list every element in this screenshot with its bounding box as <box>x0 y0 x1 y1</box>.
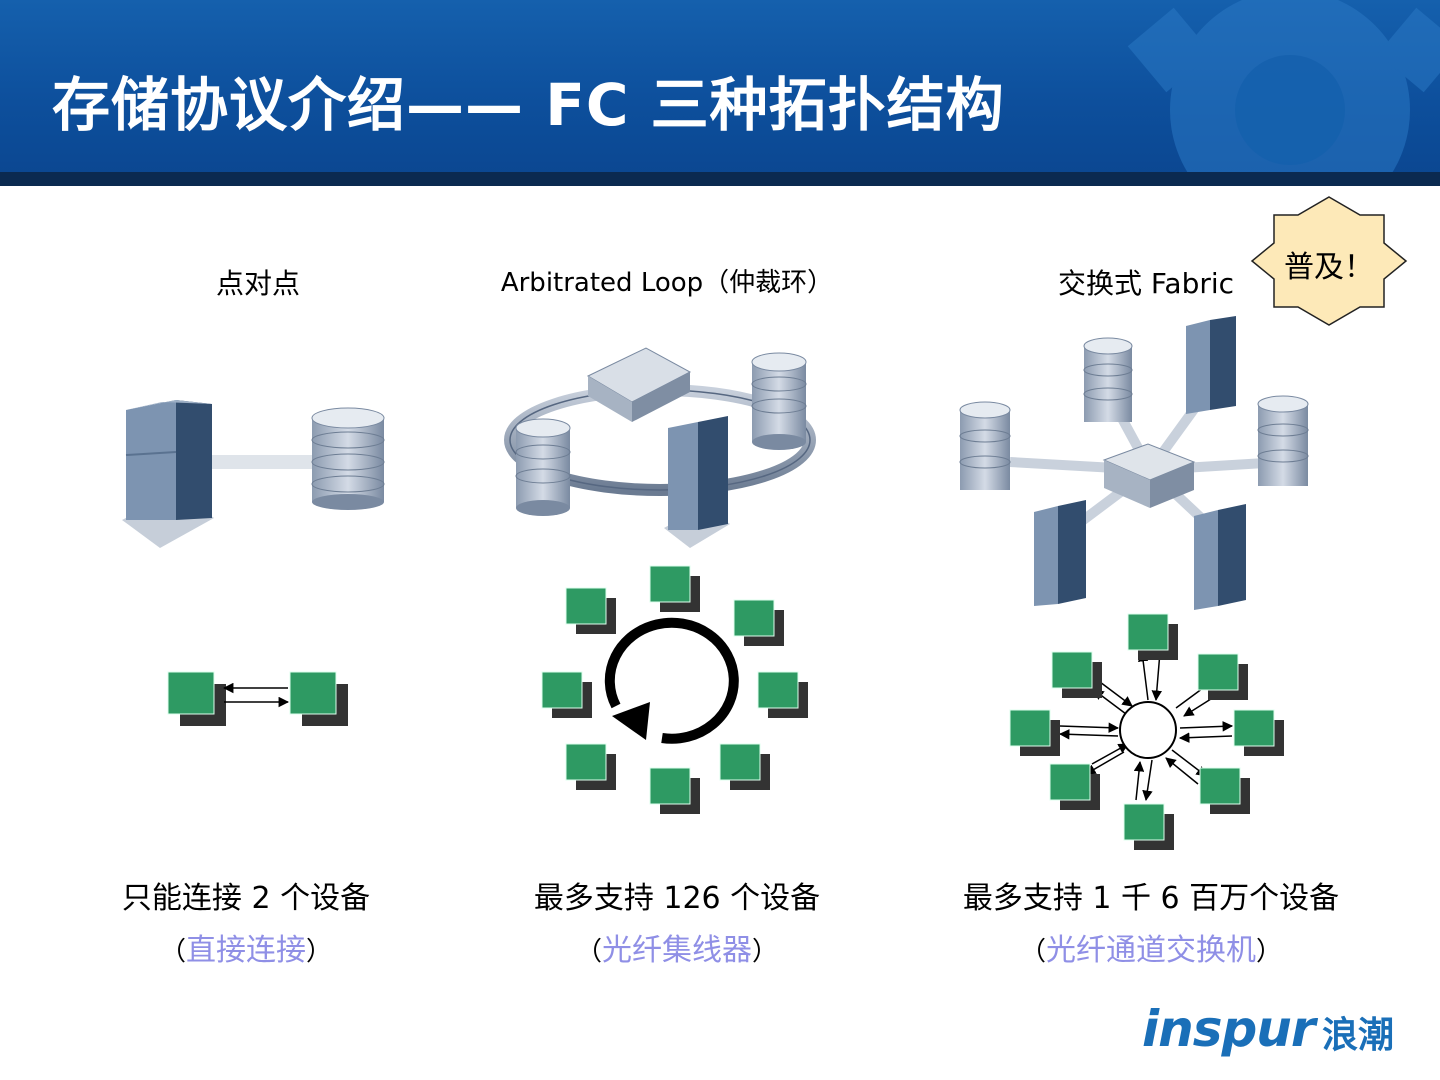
disk-storage-icon <box>311 407 385 510</box>
disk-storage-icon <box>751 352 807 450</box>
server-tower-icon <box>664 416 730 548</box>
server-tower-icon <box>1194 504 1246 610</box>
column-title-arbitrated-loop: Arbitrated Loop（仲裁环） <box>500 268 834 298</box>
node-square <box>289 671 348 726</box>
fabric-nodes <box>1009 613 1284 850</box>
disk-storage-icon <box>515 418 571 516</box>
paren-close: ） <box>752 937 779 967</box>
subcaption-point-to-point: （直接连接） <box>160 925 332 969</box>
hub-icon <box>586 347 692 422</box>
link-direct-connect[interactable]: 直接连接 <box>186 933 306 968</box>
subcaption-switched-fabric: （光纤通道交换机） <box>1020 925 1282 969</box>
fabric-switch-node <box>1119 701 1177 759</box>
badge-label: 普及！ <box>1284 250 1374 285</box>
header-divider <box>0 172 1440 186</box>
inspur-logo-chinese: 浪潮 <box>1322 1015 1395 1056</box>
page-title: 存储协议介绍—— FC 三种拓扑结构 <box>52 71 1005 139</box>
disk-storage-icon <box>1257 395 1309 486</box>
link-fiber-hub[interactable]: 光纤集线器 <box>602 933 752 968</box>
column-title-switched-fabric: 交换式 Fabric <box>1057 267 1235 300</box>
disk-storage-icon <box>959 401 1011 490</box>
caption-point-to-point: 只能连接 2 个设备 <box>121 881 371 916</box>
paren-close: ） <box>1256 937 1283 967</box>
inspur-logo: inspur <box>1142 1000 1316 1058</box>
paren-open: （ <box>575 937 602 967</box>
server-tower-icon <box>1034 500 1086 606</box>
paren-open: （ <box>1019 937 1046 967</box>
loop-nodes <box>541 565 808 814</box>
subcaption-arbitrated-loop: （光纤集线器） <box>576 925 778 969</box>
switch-icon <box>1102 443 1196 508</box>
title-banner: 存储协议介绍—— FC 三种拓扑结构 <box>0 0 1440 186</box>
column-title-point-to-point: 点对点 <box>215 267 301 300</box>
server-tower-icon <box>1186 316 1236 414</box>
fiber-link <box>212 455 314 469</box>
paren-open: （ <box>159 937 186 967</box>
link-fc-switch[interactable]: 光纤通道交换机 <box>1046 933 1256 968</box>
caption-switched-fabric: 最多支持 1 千 6 百万个设备 <box>962 881 1340 916</box>
circular-arrow-icon <box>604 617 739 744</box>
caption-arbitrated-loop: 最多支持 126 个设备 <box>533 881 821 916</box>
gear-icon <box>1127 0 1440 186</box>
node-square <box>167 671 226 726</box>
paren-close: ） <box>306 937 333 967</box>
disk-storage-icon <box>1083 337 1133 422</box>
server-tower-icon <box>122 400 214 548</box>
starburst-badge <box>1250 196 1408 326</box>
